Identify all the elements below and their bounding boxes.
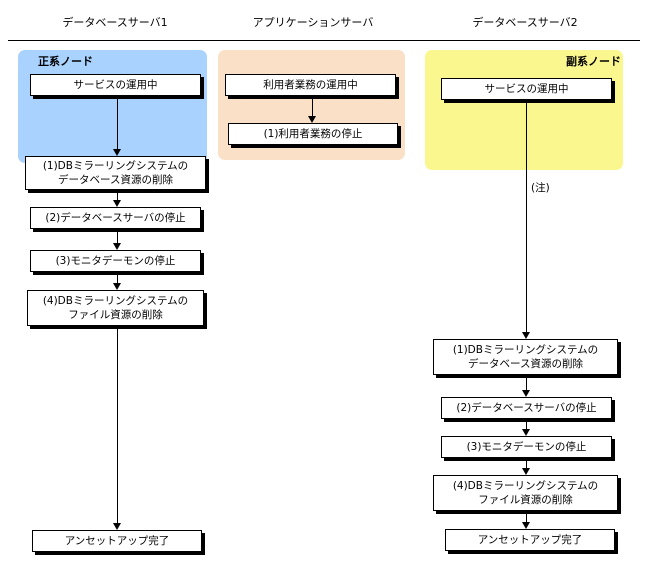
primary-flow-line-1 xyxy=(117,97,118,149)
app-running-box: 利用者業務の運用中 xyxy=(225,74,396,96)
column-title-db1: データベースサーバ1 xyxy=(62,16,168,29)
primary-flow-arrow-1 xyxy=(113,149,121,156)
secondary-done-text: アンセットアップ完了 xyxy=(477,534,583,546)
primary-step2-box: (2)データベースサーバの停止 xyxy=(30,207,201,229)
primary-step2-text: (2)データベースサーバの停止 xyxy=(45,212,186,224)
secondary-note: (注) xyxy=(531,182,550,194)
secondary-step1-box: (1)DBミラーリングシステムの データベース資源の削除 xyxy=(433,339,618,375)
column-title-db2: データベースサーバ2 xyxy=(472,16,578,29)
primary-flow-line-3 xyxy=(117,230,118,244)
secondary-step2-text: (2)データベースサーバの停止 xyxy=(456,402,597,414)
primary-flow-line-4 xyxy=(117,273,118,283)
primary-flow-arrow-5 xyxy=(113,523,121,530)
primary-step4-box: (4)DBミラーリングシステムの ファイル資源の削除 xyxy=(27,290,204,326)
secondary-step1-line2: データベース資源の削除 xyxy=(468,358,583,370)
secondary-flow-arrow-1 xyxy=(522,332,530,339)
primary-step3-box: (3)モニタデーモンの停止 xyxy=(30,250,201,272)
primary-flow-line-2 xyxy=(117,191,118,200)
app-step1-text: (1)利用者業務の停止 xyxy=(263,128,363,140)
secondary-flow-line-4 xyxy=(526,459,527,469)
secondary-done-box: アンセットアップ完了 xyxy=(445,529,615,551)
secondary-step3-box: (3)モニタデーモンの停止 xyxy=(441,436,612,458)
secondary-service-running-text: サービスの運用中 xyxy=(484,83,569,95)
secondary-step4-box: (4)DBミラーリングシステムの ファイル資源の削除 xyxy=(433,475,618,511)
secondary-step3-text: (3)モニタデーモンの停止 xyxy=(466,441,587,453)
primary-done-text: アンセットアップ完了 xyxy=(64,535,170,547)
primary-flow-arrow-2 xyxy=(113,200,121,207)
app-flow-arrow-1 xyxy=(308,116,316,123)
primary-flow-arrow-4 xyxy=(113,283,121,290)
primary-service-running-box: サービスの運用中 xyxy=(30,74,201,96)
primary-done-box: アンセットアップ完了 xyxy=(32,530,202,552)
secondary-flow-line-2 xyxy=(526,376,527,391)
app-flow-line-1 xyxy=(312,97,313,117)
app-running-text: 利用者業務の運用中 xyxy=(263,79,358,91)
column-title-app: アプリケーションサーバ xyxy=(252,16,374,29)
secondary-node-label: 副系ノード xyxy=(566,55,621,68)
secondary-flow-arrow-5 xyxy=(522,522,530,529)
primary-flow-arrow-3 xyxy=(113,243,121,250)
primary-step3-text: (3)モニタデーモンの停止 xyxy=(55,255,176,267)
primary-step1-line1: (1)DBミラーリングシステムの xyxy=(42,160,189,172)
secondary-step4-line2: ファイル資源の削除 xyxy=(478,494,573,506)
primary-service-running-text: サービスの運用中 xyxy=(73,79,158,91)
primary-step4-line1: (4)DBミラーリングシステムの xyxy=(42,295,189,307)
primary-step4-line2: ファイル資源の削除 xyxy=(68,309,163,321)
secondary-flow-line-5 xyxy=(526,512,527,523)
secondary-step2-box: (2)データベースサーバの停止 xyxy=(441,397,612,419)
secondary-flow-arrow-2 xyxy=(522,390,530,397)
app-step1-box: (1)利用者業務の停止 xyxy=(228,123,398,145)
primary-step1-line2: データベース資源の削除 xyxy=(58,174,173,186)
secondary-step4-line1: (4)DBミラーリングシステムの xyxy=(452,480,599,492)
header-divider xyxy=(8,40,640,41)
primary-node-label: 正系ノード xyxy=(38,55,93,68)
secondary-flow-arrow-3 xyxy=(522,429,530,436)
secondary-step1-line1: (1)DBミラーリングシステムの xyxy=(452,344,599,356)
secondary-flow-arrow-4 xyxy=(522,468,530,475)
primary-step1-box: (1)DBミラーリングシステムの データベース資源の削除 xyxy=(25,156,206,190)
secondary-service-running-box: サービスの運用中 xyxy=(441,78,612,100)
secondary-flow-line-1 xyxy=(526,101,527,333)
primary-flow-line-5 xyxy=(117,327,118,524)
secondary-node-panel xyxy=(425,50,623,170)
secondary-flow-line-3 xyxy=(526,420,527,430)
primary-node-panel xyxy=(18,50,207,163)
